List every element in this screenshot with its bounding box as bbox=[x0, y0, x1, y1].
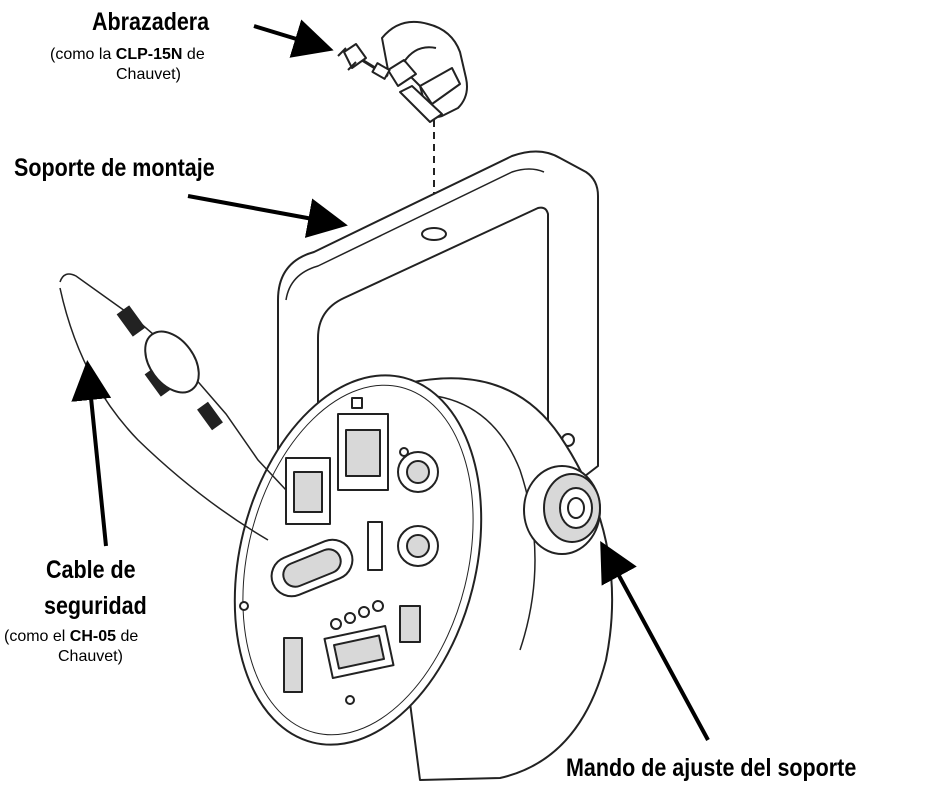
safety-cable-subtitle: (como el CH-05 de bbox=[4, 628, 139, 645]
adjustment-knob-illustration bbox=[523, 465, 601, 555]
clamp-illustration bbox=[337, 20, 468, 196]
bracket-title: Soporte de montaje bbox=[14, 154, 215, 182]
mounting-bracket-illustration bbox=[277, 150, 599, 497]
leader-arrows bbox=[71, 19, 710, 741]
clamp-subtitle-line2: Chauvet) bbox=[116, 66, 181, 83]
clamp-arrow bbox=[253, 19, 334, 58]
knob-title: Mando de ajuste del soporte bbox=[566, 754, 857, 782]
knob-arrow bbox=[600, 540, 710, 741]
safety-cable-illustration bbox=[59, 273, 287, 541]
bracket-arrow bbox=[187, 194, 348, 238]
safety-cable-subtitle-line2: Chauvet) bbox=[58, 648, 123, 665]
clamp-title: Abrazadera bbox=[92, 8, 210, 36]
safety-cable-arrow bbox=[71, 360, 112, 547]
safety-cable-title-line2: seguridad bbox=[44, 592, 147, 620]
safety-cable-title-line1: Cable de bbox=[46, 556, 136, 584]
clamp-subtitle: (como la CLP-15N de bbox=[50, 46, 205, 63]
